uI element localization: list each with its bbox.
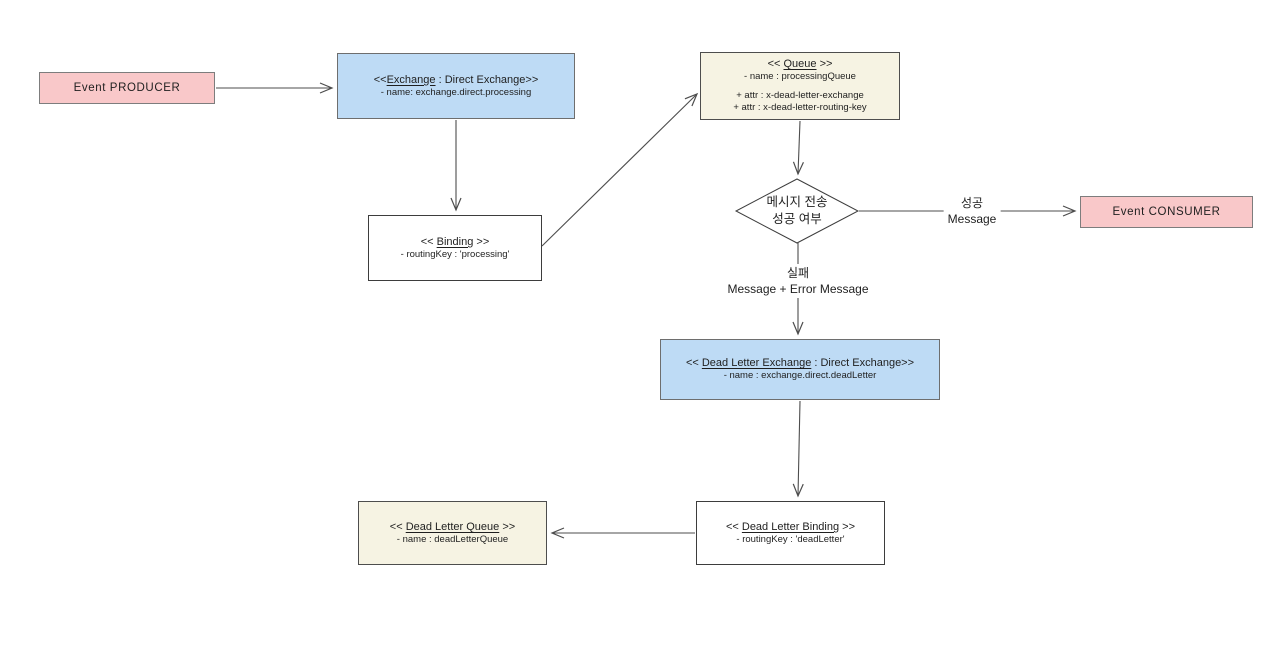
dead-letter-queue-title-underline: Dead Letter Queue bbox=[405, 520, 500, 533]
dead-letter-queue-attr-line: - name : deadLetterQueue bbox=[396, 533, 509, 545]
binding-title-underline: Binding bbox=[436, 235, 474, 248]
dead-letter-binding-node: << Dead Letter Binding >>- routingKey : … bbox=[696, 501, 885, 565]
queue-title-underline: Queue bbox=[783, 58, 817, 71]
dead-letter-binding-title: << Dead Letter Binding >> bbox=[726, 520, 855, 534]
fail-label-line: 실패 bbox=[786, 266, 810, 280]
queue-attr-line: + attr : x-dead-letter-exchange bbox=[736, 89, 864, 101]
exchange-node: <<Exchange : Direct Exchange>>- name: ex… bbox=[337, 53, 575, 119]
dead-letter-exchange-title-underline: Dead Letter Exchange bbox=[701, 357, 812, 370]
event-producer-node: Event PRODUCER bbox=[39, 72, 215, 104]
binding-title: << Binding >> bbox=[421, 235, 490, 249]
success-label-line: 성공 bbox=[960, 196, 984, 210]
exchange-title-prefix: << bbox=[373, 73, 387, 86]
dead-letter-binding-title-prefix: << bbox=[725, 520, 742, 533]
queue-to-decision-arrow bbox=[792, 120, 804, 176]
dead-letter-binding-attr-line: - routingKey : 'deadLetter' bbox=[736, 533, 845, 545]
queue-attr-line: - name : processingQueue bbox=[744, 71, 856, 83]
dead-letter-queue-title-prefix: << bbox=[389, 520, 406, 533]
binding-title-suffix: >> bbox=[473, 235, 490, 248]
fail-label-line: Message + Error Message bbox=[727, 282, 869, 296]
queue-title-prefix: << bbox=[767, 58, 784, 71]
exchange-title-underline: Exchange bbox=[386, 73, 436, 86]
dead-letter-binding-title-suffix: >> bbox=[839, 520, 856, 533]
dead-letter-queue-node: << Dead Letter Queue >>- name : deadLett… bbox=[358, 501, 547, 565]
decision-label-line: 성공 여부 bbox=[772, 212, 822, 226]
event-consumer-label: Event CONSUMER bbox=[1112, 206, 1221, 218]
binding-node: << Binding >>- routingKey : 'processing' bbox=[368, 215, 542, 281]
queue-node: << Queue >>- name : processingQueue + att… bbox=[700, 52, 900, 120]
success-label: 성공 Message bbox=[943, 194, 1001, 228]
dead-letter-queue-title: << Dead Letter Queue >> bbox=[390, 520, 515, 534]
dead-letter-exchange-attr-line: - name : exchange.direct.deadLetter bbox=[723, 370, 877, 382]
dead-letter-exchange-node: << Dead Letter Exchange : Direct Exchang… bbox=[660, 339, 940, 400]
dead-letter-exchange-title-prefix: << bbox=[685, 357, 702, 370]
queue-title-suffix: >> bbox=[816, 58, 833, 71]
binding-to-queue-arrow bbox=[541, 92, 699, 247]
success-label-line: Message bbox=[947, 212, 997, 226]
exchange-attr-line: - name: exchange.direct.processing bbox=[380, 86, 532, 98]
queue-attr-line: + attr : x-dead-letter-routing-key bbox=[733, 102, 867, 114]
dead-letter-exchange-title-suffix: : Direct Exchange>> bbox=[811, 357, 915, 370]
fail-label: 실패 Message + Error Message bbox=[723, 264, 873, 298]
dead-letter-exchange-title: << Dead Letter Exchange : Direct Exchang… bbox=[686, 356, 914, 370]
decision-label-line: 메시지 전송 bbox=[766, 195, 828, 209]
dl-exchange-to-dl-binding-arrow bbox=[792, 400, 804, 498]
dead-letter-queue-title-suffix: >> bbox=[499, 520, 516, 533]
event-producer-label: Event PRODUCER bbox=[73, 82, 181, 94]
binding-attr-line: - routingKey : 'processing' bbox=[400, 248, 510, 260]
queue-title: << Queue >> bbox=[768, 57, 833, 71]
exchange-title-suffix: : Direct Exchange>> bbox=[435, 73, 539, 86]
decision-diamond bbox=[734, 178, 860, 244]
dead-letter-binding-title-underline: Dead Letter Binding bbox=[741, 520, 840, 533]
binding-title-prefix: << bbox=[420, 235, 437, 248]
event-consumer-node: Event CONSUMER bbox=[1080, 196, 1253, 228]
exchange-title: <<Exchange : Direct Exchange>> bbox=[374, 73, 539, 87]
